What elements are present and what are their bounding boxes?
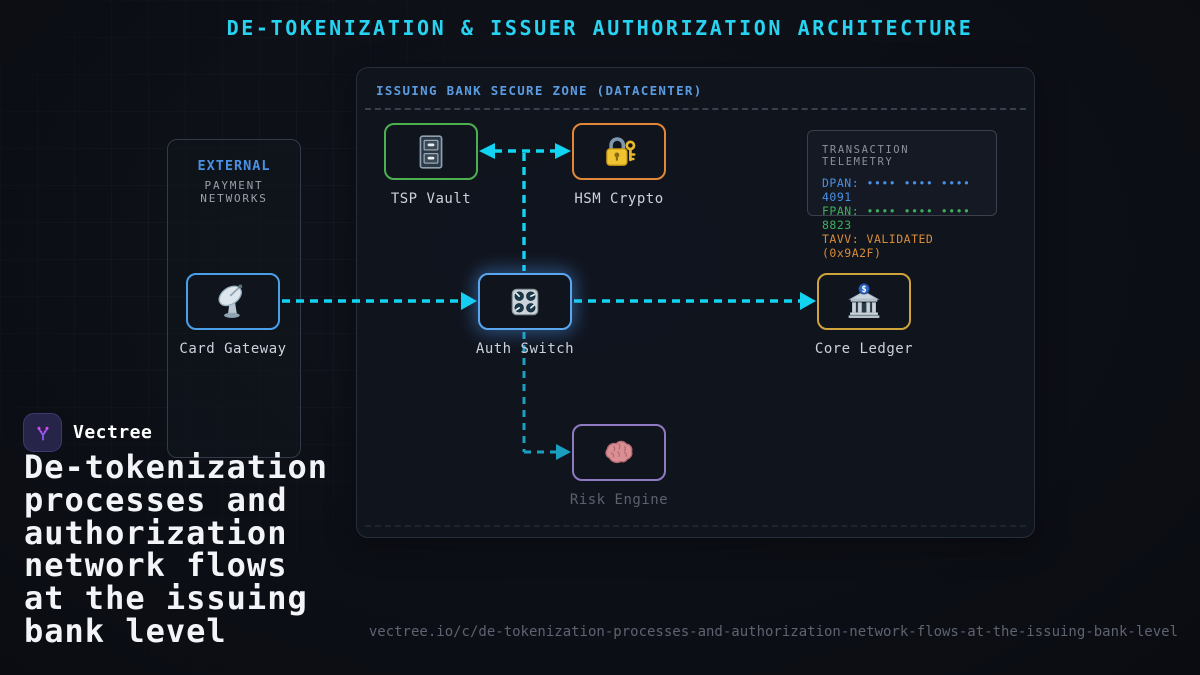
padlock-key-icon bbox=[600, 133, 638, 171]
page-heading-line: processes and bbox=[24, 480, 288, 519]
brain-icon bbox=[599, 433, 639, 473]
telemetry-row-tavv: TAVV: VALIDATED (0x9A2F) bbox=[822, 232, 934, 260]
node-label-hsm-crypto: HSM Crypto bbox=[574, 191, 664, 207]
satellite-dish-icon bbox=[213, 282, 253, 322]
control-knobs-icon bbox=[506, 283, 544, 321]
node-core-ledger: $ bbox=[817, 273, 911, 330]
node-tsp-vault bbox=[384, 123, 478, 180]
external-group-subtitle: PAYMENT NETWORKS bbox=[200, 179, 268, 205]
page-heading: De-tokenization processes and authorizat… bbox=[24, 451, 374, 648]
telemetry-title: TRANSACTION TELEMETRY bbox=[822, 144, 910, 168]
node-label-auth-switch: Auth Switch bbox=[475, 341, 575, 357]
secure-zone-header: ISSUING BANK SECURE ZONE (DATACENTER) bbox=[376, 83, 703, 98]
secure-zone-divider-bottom bbox=[365, 525, 1026, 527]
node-auth-switch bbox=[478, 273, 572, 330]
external-group-title: EXTERNAL bbox=[197, 158, 271, 174]
footer-url: vectree.io/c/de-tokenization-processes-a… bbox=[368, 624, 1178, 640]
page-title: DE-TOKENIZATION & ISSUER AUTHORIZATION A… bbox=[226, 16, 974, 40]
node-label-card-gateway: Card Gateway bbox=[179, 341, 287, 357]
telemetry-row-dpan: DPAN: •••• •••• •••• 4091 bbox=[822, 176, 971, 204]
page-heading-line: authorization bbox=[24, 513, 288, 552]
page-heading-line: bank level bbox=[24, 611, 227, 650]
page-heading-line: network flows bbox=[24, 546, 288, 585]
node-label-tsp-vault: TSP Vault bbox=[390, 191, 472, 207]
node-label-risk-engine: Risk Engine bbox=[569, 492, 669, 508]
svg-text:$: $ bbox=[861, 285, 866, 295]
page-heading-line: De-tokenization bbox=[24, 448, 328, 486]
telemetry-row-fpan: FPAN: •••• •••• •••• 8823 bbox=[822, 204, 971, 232]
node-risk-engine bbox=[572, 424, 666, 481]
telemetry-box: TRANSACTION TELEMETRY DPAN: •••• •••• ••… bbox=[807, 130, 997, 260]
brand-row: Vectree bbox=[23, 413, 152, 452]
node-label-core-ledger: Core Ledger bbox=[814, 341, 914, 357]
secure-zone-divider bbox=[365, 108, 1026, 110]
file-cabinet-icon bbox=[412, 133, 450, 171]
brand-name: Vectree bbox=[73, 422, 153, 443]
node-hsm-crypto bbox=[572, 123, 666, 180]
node-card-gateway bbox=[186, 273, 280, 330]
vectree-logo-icon bbox=[23, 413, 62, 452]
bank-icon: $ bbox=[844, 282, 884, 322]
page-heading-line: at the issuing bbox=[24, 579, 308, 618]
